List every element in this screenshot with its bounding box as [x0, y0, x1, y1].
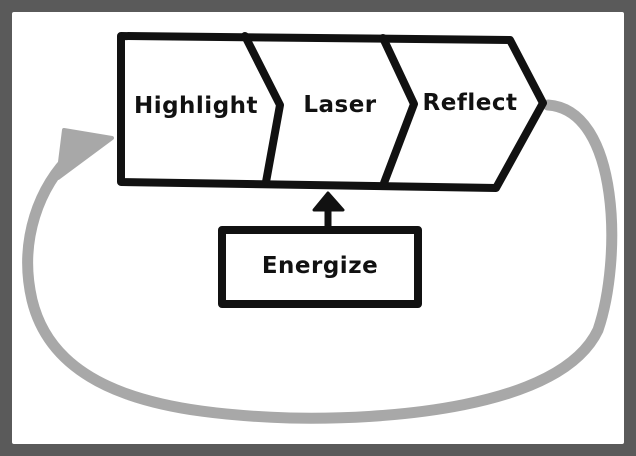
- energize-arrowhead: [312, 191, 345, 212]
- process-bar: [117, 32, 547, 192]
- step-label-laser: Laser: [303, 92, 376, 118]
- chevron-divider-1: [241, 32, 284, 186]
- loop-arrow: [22, 99, 618, 424]
- step-label-highlight: Highlight: [134, 93, 258, 119]
- loop-arrowhead: [56, 128, 114, 180]
- energize-label: Energize: [262, 253, 378, 279]
- step-label-reflect: Reflect: [423, 90, 518, 116]
- energize-box: [218, 226, 422, 308]
- process-bar-outline: [117, 32, 547, 192]
- chevron-divider-2: [379, 34, 418, 187]
